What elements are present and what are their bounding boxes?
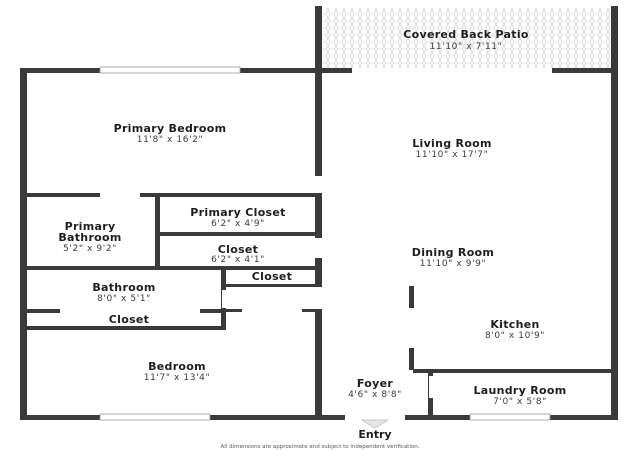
room-name: Closet <box>218 243 258 256</box>
room-name: Primary Bedroom <box>114 122 227 135</box>
room-closet-b: Closet <box>252 270 292 283</box>
room-bedroom: Bedroom 11'7" x 13'4" <box>144 360 210 383</box>
room-dimensions: 7'0" x 5'8" <box>493 397 547 407</box>
door-openings <box>60 68 552 420</box>
room-name: Bathroom <box>92 281 155 294</box>
room-name: Primary Closet <box>190 206 285 219</box>
room-primary-closet: Primary Closet 6'2" x 4'9" <box>190 206 285 229</box>
room-laundry-room: Laundry Room 7'0" x 5'8" <box>473 384 566 407</box>
room-name: Foyer <box>357 377 393 390</box>
room-kitchen: Kitchen 8'0" x 10'9" <box>485 318 545 341</box>
room-covered-back-patio: Covered Back Patio 11'10" x 7'11" <box>403 28 529 52</box>
room-dimensions: 11'10" x 17'7" <box>416 150 489 160</box>
room-closet-c: Closet <box>109 313 149 326</box>
room-name: Kitchen <box>490 318 539 331</box>
room-name: Dining Room <box>412 246 494 259</box>
room-dimensions: 6'2" x 4'9" <box>211 219 265 229</box>
room-dining-room: Dining Room 11'10" x 9'9" <box>412 246 494 269</box>
patio-floor <box>322 8 611 70</box>
room-dimensions: 11'10" x 9'9" <box>420 259 486 269</box>
room-primary-bathroom: Primary Bathroom 5'2" x 9'2" <box>58 220 121 254</box>
room-name: Closet <box>252 270 292 283</box>
room-name: Covered Back Patio <box>403 28 529 41</box>
room-name-line2: Bathroom <box>58 231 121 244</box>
windows <box>99 66 551 421</box>
room-dimensions: 8'0" x 5'1" <box>97 294 151 304</box>
room-name: Closet <box>109 313 149 326</box>
entry-marker <box>360 419 390 429</box>
room-dimensions: 4'6" x 8'8" <box>348 390 402 400</box>
room-bathroom: Bathroom 8'0" x 5'1" <box>92 281 155 304</box>
room-closet-a: Closet 6'2" x 4'1" <box>211 243 265 265</box>
room-primary-bedroom: Primary Bedroom 11'8" x 16'2" <box>114 122 227 145</box>
room-name: Bedroom <box>148 360 206 373</box>
room-name: Laundry Room <box>473 384 566 397</box>
disclaimer: All dimensions are approximate and subje… <box>221 444 420 450</box>
room-dimensions: 5'2" x 9'2" <box>63 244 117 254</box>
room-dimensions: 11'8" x 16'2" <box>137 135 203 145</box>
room-name-line1: Primary <box>65 220 116 233</box>
room-dimensions: 6'2" x 4'1" <box>211 255 265 265</box>
room-dimensions: 8'0" x 10'9" <box>485 331 545 341</box>
room-dimensions: 11'7" x 13'4" <box>144 373 210 383</box>
room-living-room: Living Room 11'10" x 17'7" <box>412 137 492 160</box>
room-name: Living Room <box>412 137 492 150</box>
entry-label: Entry <box>358 428 391 441</box>
room-dimensions: 11'10" x 7'11" <box>430 42 503 52</box>
room-foyer: Foyer 4'6" x 8'8" <box>348 377 402 400</box>
